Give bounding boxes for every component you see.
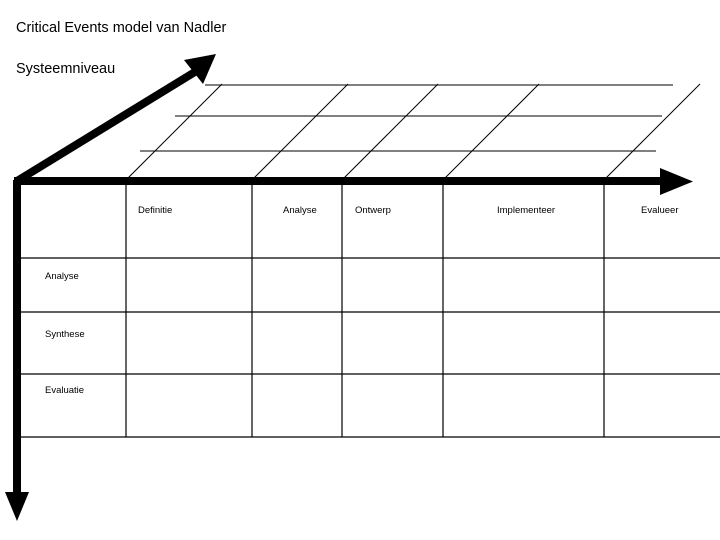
down-arrow-icon (5, 492, 29, 521)
diagonal-axis-arrow (14, 54, 216, 185)
right-arrow-icon (660, 168, 693, 195)
matrix-row-lines (16, 257, 720, 438)
row-head-synthese: Synthese (45, 329, 85, 340)
axis-label-systeemniveau: Systeemniveau (16, 61, 116, 77)
diagonal-line-4 (442, 83, 540, 181)
horizontal-axis-arrow (14, 168, 693, 195)
row-head-evaluatie: Evaluatie (45, 385, 85, 396)
matrix-column-lines (125, 184, 605, 437)
row-head-analyse: Analyse (45, 271, 79, 282)
vertical-axis-arrow (5, 180, 29, 521)
col-head-evalueer: Evalueer (641, 205, 679, 216)
col-head-implementeer: Implementeer (497, 205, 556, 216)
up-right-arrow-icon (184, 54, 216, 84)
diagonal-line-3 (341, 83, 439, 181)
top-surface-horizontal-lines (140, 84, 673, 152)
top-surface-diagonal-lines (125, 83, 701, 181)
diagonal-axis-shaft (14, 63, 206, 185)
col-head-definitie: Definitie (138, 205, 173, 216)
diagonal-line-5 (603, 83, 701, 181)
col-head-ontwerp: Ontwerp (355, 205, 391, 216)
diagonal-line-2 (251, 83, 349, 181)
page-title: Critical Events model van Nadler (16, 20, 227, 36)
col-head-analyse: Analyse (283, 205, 317, 216)
diagonal-line-1 (125, 83, 223, 181)
